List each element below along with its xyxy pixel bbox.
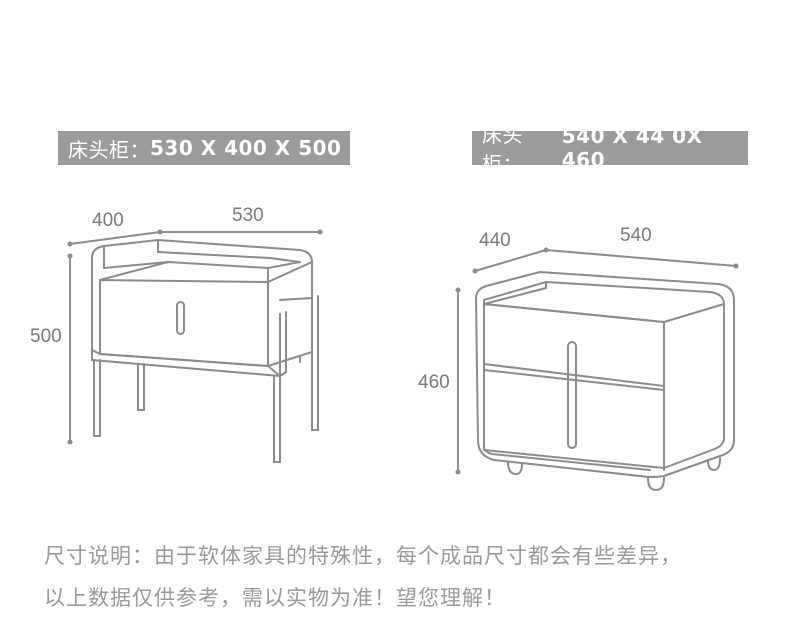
left-dimension-lines — [69, 231, 321, 443]
left-label-title: 床头柜： — [68, 137, 150, 162]
right-label-dims: 540 X 44 0X 460 — [561, 124, 703, 172]
left-width-dim: 530 — [232, 205, 264, 226]
right-product-label: 床头柜： 540 X 44 0X 460 — [472, 123, 748, 176]
right-height-dim: 460 — [418, 372, 450, 393]
right-label-title: 床头柜： — [482, 123, 523, 176]
left-depth-dim: 400 — [92, 210, 124, 231]
left-height-dim: 500 — [30, 326, 62, 347]
left-label-dims: 530 X 400 X 500 — [150, 136, 342, 160]
right-width-dim: 540 — [620, 225, 652, 246]
left-nightstand-drawing — [91, 239, 319, 463]
size-note-line-1: 尺寸说明：由于软体家具的特殊性，每个成品尺寸都会有些差异， — [44, 544, 682, 568]
right-nightstand-drawing — [475, 271, 735, 491]
size-note-line-2: 以上数据仅供参考，需以实物为准！望您理解！ — [44, 586, 506, 610]
right-depth-dim: 440 — [479, 230, 511, 251]
left-product-label: 床头柜： 530 X 400 X 500 — [58, 131, 350, 165]
right-dimension-lines — [457, 249, 737, 473]
